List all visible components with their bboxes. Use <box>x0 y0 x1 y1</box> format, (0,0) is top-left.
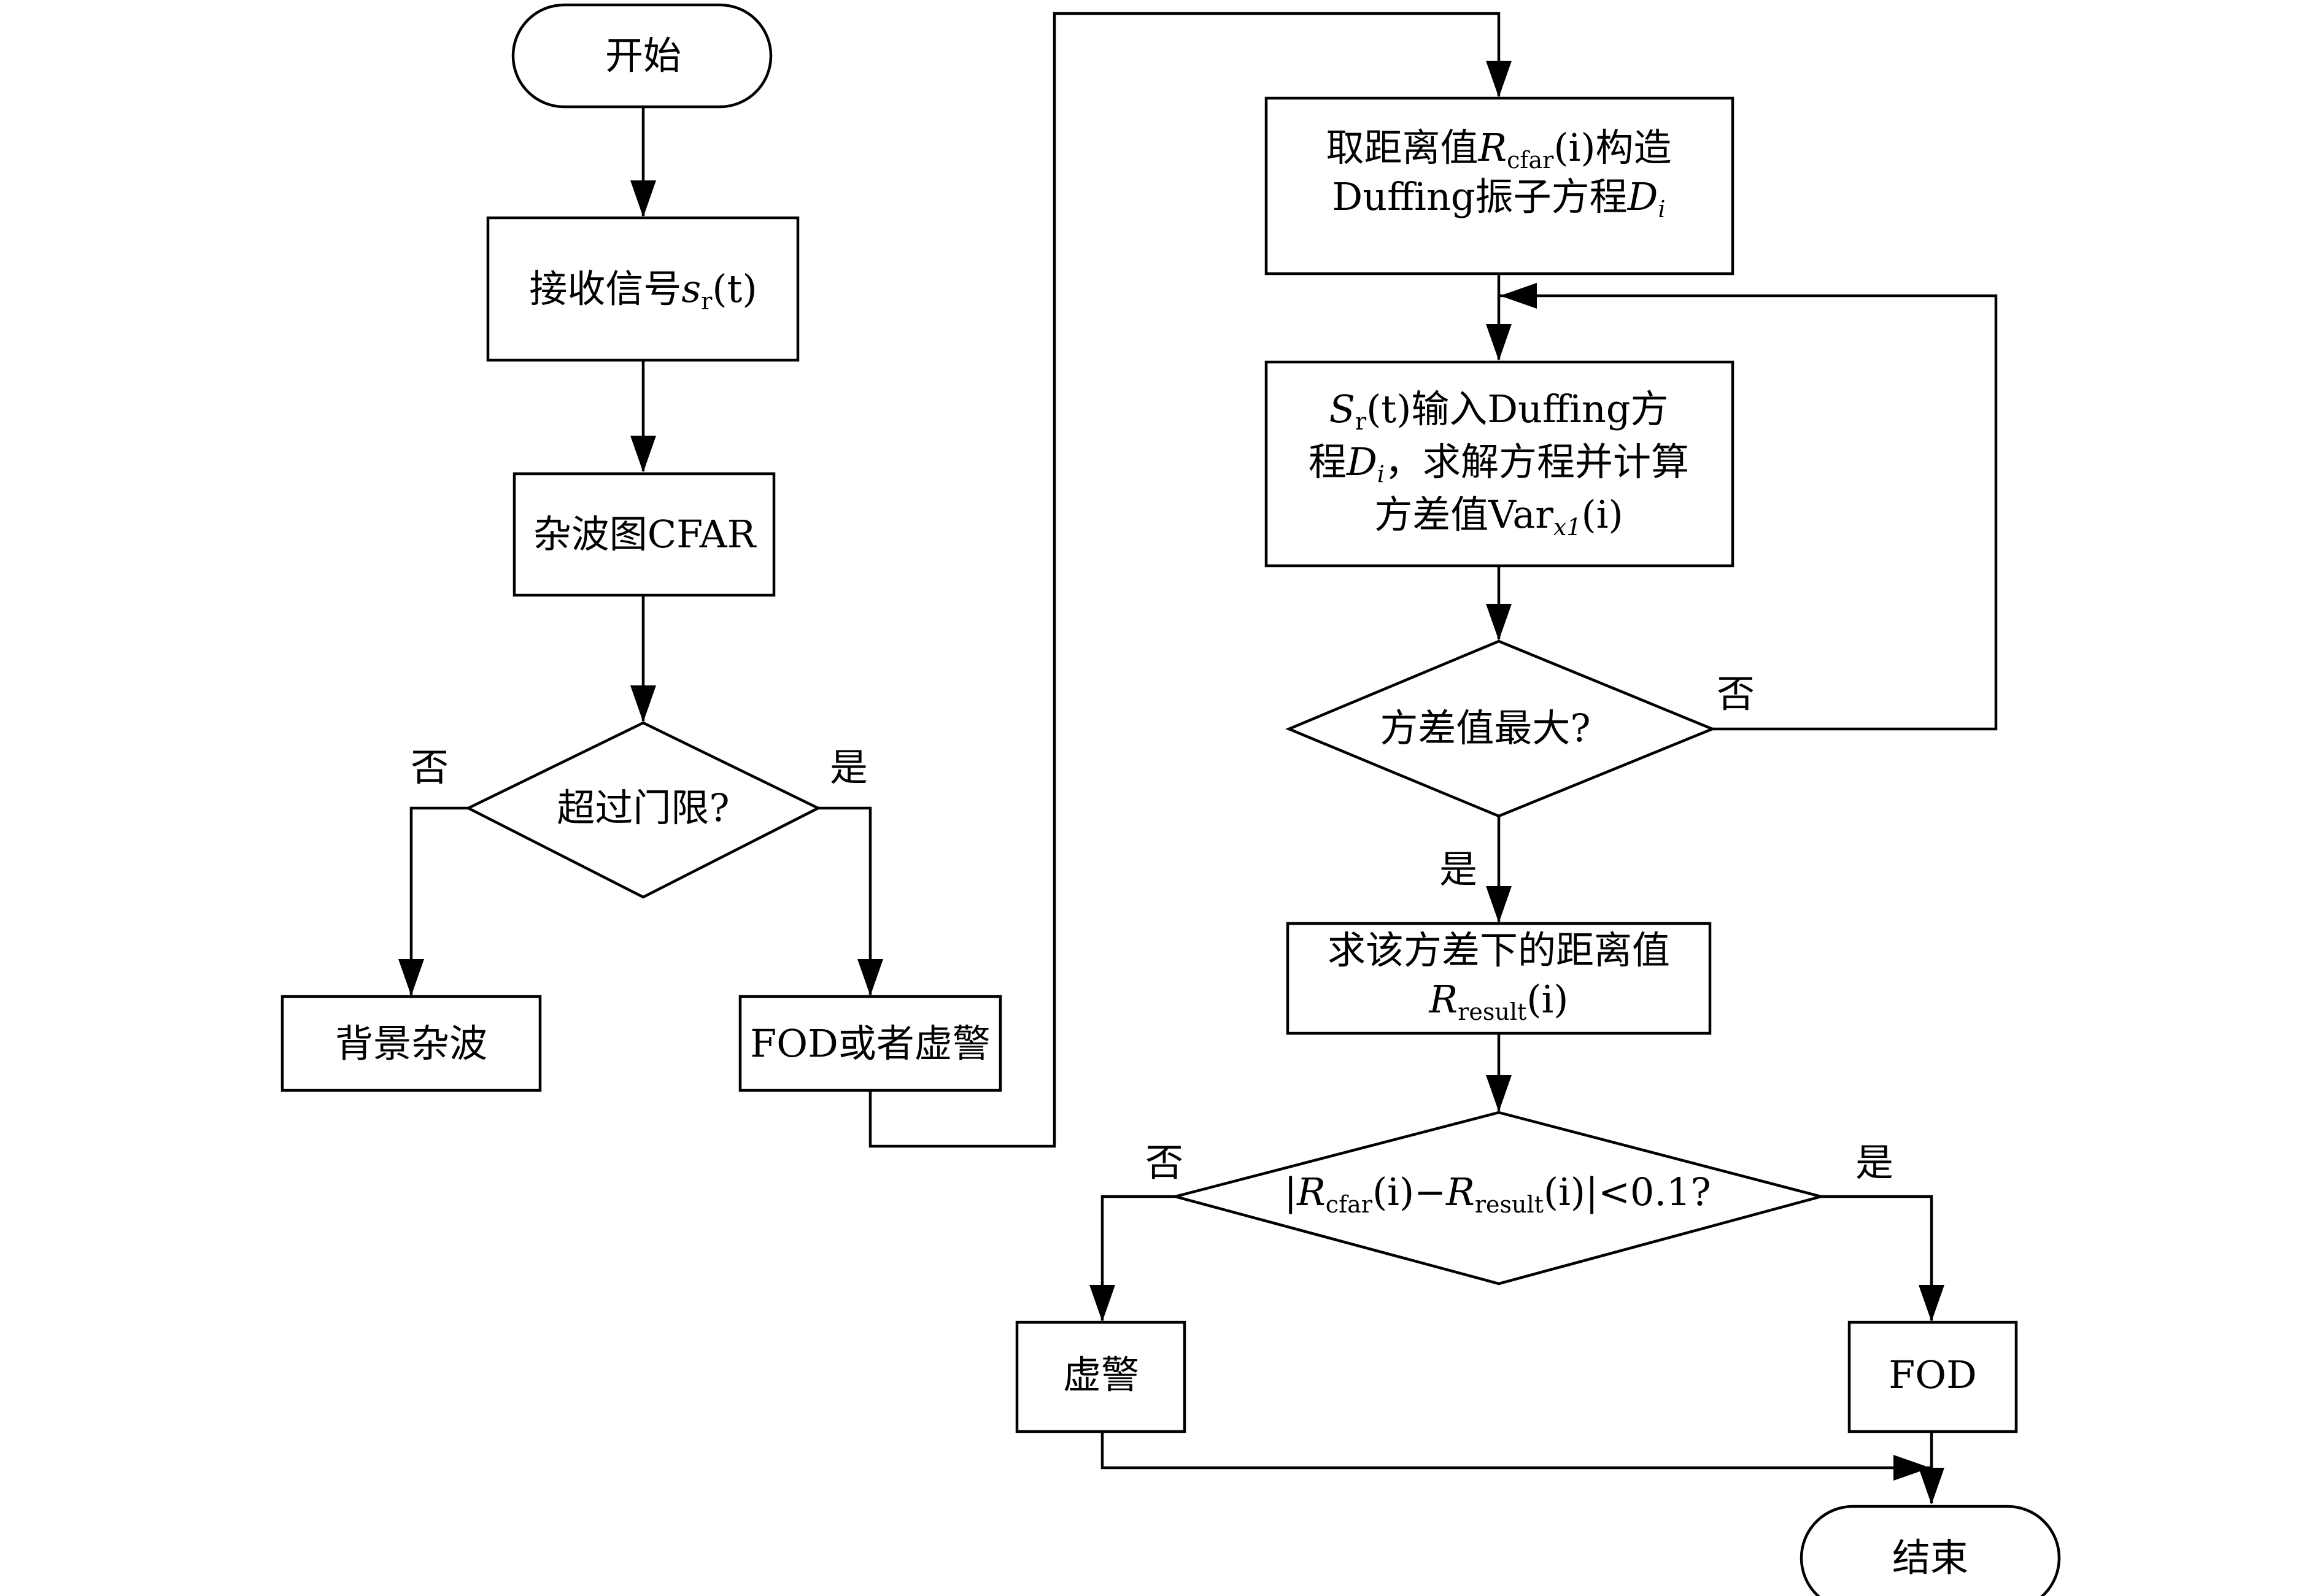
false-alarm-label: 虚警 <box>1063 1352 1139 1397</box>
compare-no-label: 否 <box>1145 1140 1183 1185</box>
threshold-label: 超过门限? <box>557 785 729 830</box>
edge-compare-yes <box>1821 1195 1933 1320</box>
fod-or-false-alarm-box <box>738 995 1002 1092</box>
fod-result-label: FOD <box>1889 1352 1977 1397</box>
clutter-map-cfar-box <box>512 472 776 597</box>
background-clutter-label: 背景杂波 <box>335 1021 487 1066</box>
receive-signal-label: 接收信号sr(t) <box>529 266 757 315</box>
solve-duffing-box <box>1264 360 1734 568</box>
arrowhead <box>1486 604 1512 641</box>
max-variance-decision <box>1285 639 1716 818</box>
arrowhead <box>1919 1468 1944 1505</box>
find-distance-box <box>1286 922 1712 1035</box>
distance-compare-label: |Rcfar(i)−Rresult(i)|<0.1? <box>1284 1170 1711 1218</box>
construct-duffing-line2: Duffing振子方程Di <box>1332 174 1665 223</box>
arrowhead <box>1500 283 1537 309</box>
find-distance-line1: 求该方差下的距离值 <box>1328 928 1670 973</box>
solve-duffing-line1: Sr(t)输入Duffing方 <box>1329 387 1668 435</box>
edge-maxvar-no-loop <box>1499 294 1998 731</box>
receive-signal-box <box>486 216 800 362</box>
compare-yes-label: 是 <box>1855 1140 1893 1185</box>
arrowhead <box>1486 61 1512 98</box>
fod-or-false-alarm-label: FOD或者虚警 <box>750 1021 991 1066</box>
edge-threshold-yes <box>818 806 872 995</box>
edge-compare-no <box>1100 1195 1175 1320</box>
threshold-yes-label: 是 <box>830 745 868 790</box>
arrowhead <box>1089 1285 1115 1322</box>
distance-compare-decision <box>1170 1111 1827 1286</box>
construct-duffing-line1: 取距离值Rcfar(i)构造 <box>1326 125 1671 174</box>
threshold-no-label: 否 <box>411 745 449 790</box>
edge-threshold-no <box>409 806 468 995</box>
arrowhead <box>630 180 656 217</box>
start-terminal <box>511 3 773 109</box>
find-distance-line2: Rresult(i) <box>1429 977 1569 1025</box>
start-label: 开始 <box>605 33 681 78</box>
edge-false-alarm-merge <box>1100 1432 1931 1470</box>
solve-duffing-line3: 方差值Varx1(i) <box>1374 492 1623 541</box>
arrowhead <box>398 959 424 996</box>
arrowhead <box>857 959 883 996</box>
max-variance-no-label: 否 <box>1717 671 1755 716</box>
max-variance-label: 方差值最大? <box>1380 706 1590 750</box>
arrowhead <box>1486 886 1512 923</box>
edge-fod-to-construct <box>868 12 1501 1148</box>
arrowhead <box>630 436 656 472</box>
max-variance-yes-label: 是 <box>1439 847 1477 892</box>
arrowhead <box>1893 1455 1930 1481</box>
connectors <box>409 12 1998 1503</box>
arrowhead <box>1919 1285 1944 1322</box>
fod-result-box <box>1847 1320 2018 1433</box>
arrowhead <box>1486 324 1512 361</box>
false-alarm-box <box>1015 1320 1186 1433</box>
end-terminal <box>1800 1505 2061 1596</box>
threshold-decision <box>465 721 822 899</box>
solve-duffing-line2: 程Di，求解方程并计算 <box>1309 439 1689 488</box>
clutter-map-cfar-label: 杂波图CFAR <box>533 512 757 557</box>
construct-duffing-box <box>1264 96 1734 276</box>
arrowheads <box>398 61 1944 1505</box>
arrowhead <box>1486 1075 1512 1112</box>
background-clutter-box <box>280 995 542 1092</box>
end-label: 结束 <box>1892 1535 1968 1580</box>
arrowhead <box>630 685 656 722</box>
